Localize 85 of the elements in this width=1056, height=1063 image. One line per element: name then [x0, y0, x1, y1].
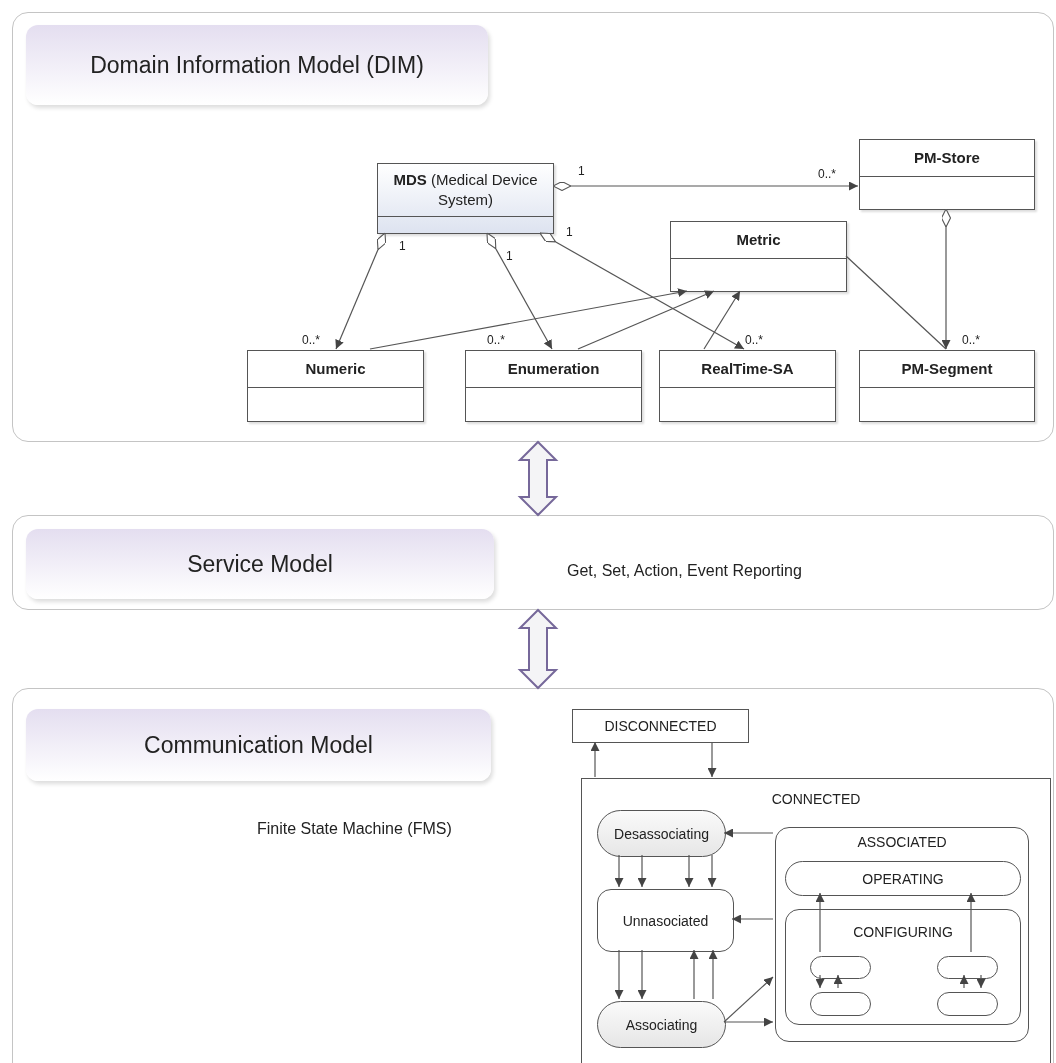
state-name: CONFIGURING: [852, 924, 954, 940]
arrow: [684, 854, 694, 888]
heading-text: Domain Information Model (DIM): [90, 51, 424, 79]
arrow: [723, 828, 774, 838]
arrow: [815, 974, 825, 989]
aggregation-arrow: [539, 232, 745, 350]
arrow: [966, 892, 976, 953]
multiplicity-label: 1: [578, 164, 585, 178]
aggregation-arrow: [486, 232, 553, 350]
heading-text: Service Model: [187, 550, 333, 578]
arrow: [723, 1017, 774, 1027]
arrow: [731, 914, 774, 924]
arrow: [959, 974, 969, 989]
state-name: Unnasociated: [622, 912, 709, 929]
arrow: [833, 974, 843, 989]
state-box: [775, 827, 1029, 1042]
class-name: PM-Store: [913, 148, 981, 168]
class-box: [377, 163, 554, 234]
state-name: DISCONNECTED: [604, 718, 717, 734]
multiplicity-label: 1: [566, 225, 573, 239]
arrow: [708, 949, 718, 1000]
state-name: OPERATING: [862, 870, 944, 887]
state-name: Associating: [625, 1016, 698, 1033]
arrow: [369, 288, 688, 350]
state-box: [572, 709, 749, 743]
state-box: [581, 778, 1051, 1063]
caption-text: Finite State Machine (FMS): [257, 820, 452, 838]
heading-box: [26, 709, 491, 781]
multiplicity-label: 1: [399, 239, 406, 253]
aggregation-arrow: [940, 208, 952, 350]
multiplicity-label: 0..*: [818, 167, 836, 181]
state-box: [785, 909, 1021, 1025]
state-pill: [785, 861, 1021, 896]
heading-text: Communication Model: [144, 731, 373, 759]
multiplicity-label: 0..*: [487, 333, 505, 347]
state-pill: [937, 992, 998, 1016]
class-name: Numeric: [304, 359, 367, 379]
class-name: PM-Segment: [900, 359, 994, 379]
arrow: [723, 976, 774, 1023]
class-box: [859, 350, 1035, 422]
arrow: [976, 974, 986, 989]
arrow: [703, 290, 741, 350]
class-box: [859, 139, 1035, 210]
arrow: [637, 854, 647, 888]
class-name: MDS (Medical Device System): [392, 170, 539, 210]
state-pill: [810, 956, 871, 979]
class-box: [465, 350, 642, 422]
class-box: [247, 350, 424, 422]
multiplicity-label: 1: [506, 249, 513, 263]
arrow: [577, 290, 715, 350]
double-arrow: [517, 608, 559, 690]
arrow: [689, 949, 699, 1000]
heading-box: [26, 529, 494, 599]
state-name: CONNECTED: [770, 791, 862, 807]
arrow: [614, 854, 624, 888]
service-list: Get, Set, Action, Event Reporting: [567, 562, 802, 580]
state-name: ASSOCIATED: [856, 834, 948, 850]
state-pill: [597, 810, 726, 857]
class-name: Enumeration: [506, 359, 601, 379]
model-panel: [12, 688, 1054, 1063]
arrow: [707, 854, 717, 888]
class-name: RealTime-SA: [700, 359, 795, 379]
model-panel: [12, 12, 1054, 442]
class-name: Metric: [735, 230, 782, 250]
state-box: [597, 889, 734, 952]
multiplicity-label: 0..*: [962, 333, 980, 347]
model-panel: [12, 515, 1054, 610]
state-pill: [937, 956, 998, 979]
aggregation-arrow: [552, 180, 859, 192]
double-arrow: [517, 440, 559, 517]
arrow: [637, 949, 647, 1000]
state-name: Desassociating: [614, 825, 709, 842]
multiplicity-label: 0..*: [302, 333, 320, 347]
state-pill: [810, 992, 871, 1016]
connector-line: [845, 255, 947, 350]
state-pill: [597, 1001, 726, 1048]
arrow: [707, 741, 717, 778]
class-box: [659, 350, 836, 422]
multiplicity-label: 0..*: [745, 333, 763, 347]
class-box: [670, 221, 847, 292]
heading-box: [26, 25, 488, 105]
arrow: [614, 949, 624, 1000]
arrow: [590, 741, 600, 778]
arrow: [815, 892, 825, 953]
aggregation-arrow: [335, 232, 387, 350]
